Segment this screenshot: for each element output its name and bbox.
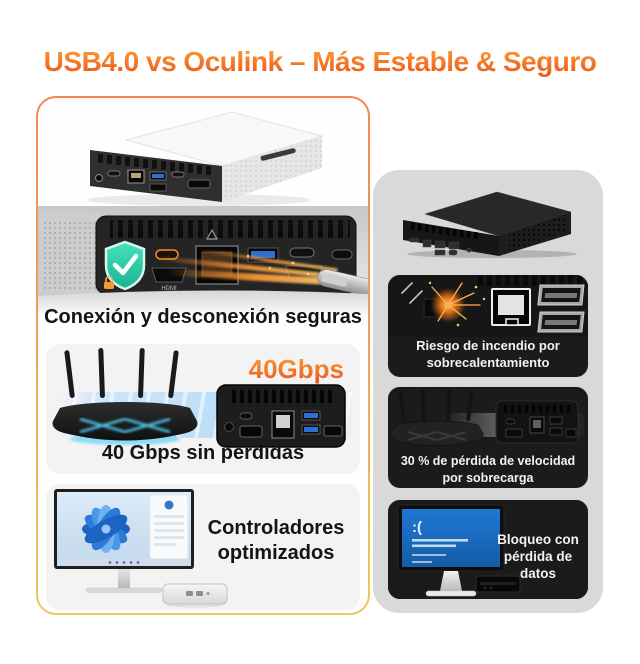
- chassis-vent-dots: [42, 220, 104, 292]
- risk-card-crash: :( Bloqueo con: [388, 500, 588, 599]
- hdmi-port: [239, 425, 263, 438]
- left-panel-content: HDMI: [38, 98, 368, 613]
- hdmi-port-label: HDMI: [161, 286, 177, 292]
- monitor-windows-photo: [54, 489, 194, 593]
- black-mini-pc-photo: [403, 191, 577, 258]
- mini-pc-rear-photo: [216, 384, 346, 448]
- monitor: :(: [397, 504, 505, 597]
- spark-dots: [428, 281, 486, 327]
- antennas: [64, 348, 179, 399]
- windows-bloom-wallpaper: [82, 505, 130, 553]
- side-vent-dots: [222, 136, 322, 202]
- caption-speed-loss: 30 % de pérdida de velocidad por sobreca…: [388, 453, 588, 486]
- warning-triangle-icon: [205, 228, 219, 240]
- speed-badge: 40Gbps: [248, 354, 344, 384]
- caption-crash-line1: Bloqueo con: [497, 532, 579, 547]
- dc-jack: [224, 422, 234, 432]
- side-honeycomb-vents: [509, 215, 565, 252]
- caption-fire-risk: Riesgo de incendio por sobrecalentamient…: [388, 337, 588, 371]
- ethernet-pins: [131, 173, 141, 178]
- usb-a-tongue: [152, 174, 164, 178]
- mini-pc-small-photo: [162, 583, 228, 608]
- bsod-sad-face: :(: [412, 519, 422, 536]
- motion-lines: [401, 282, 423, 304]
- page-title: USB4.0 vs Oculink – Más Estable & Seguro: [0, 46, 640, 78]
- front-port-1: [186, 591, 193, 596]
- caption-secure-connection: Conexión y desconexión seguras: [44, 306, 362, 328]
- caption-loss-line2: por sobrecarga: [442, 470, 534, 485]
- mini-pc-rear: [495, 400, 579, 444]
- blue-screen: [402, 509, 500, 567]
- caption-no-loss: 40 Gbps sin pérdidas: [101, 442, 305, 464]
- router: [390, 389, 484, 446]
- router-photo: [52, 348, 198, 445]
- caption-drivers-line2: optimizados: [217, 542, 335, 564]
- shadow: [87, 194, 311, 206]
- silver-mini-pc-photo: [87, 111, 324, 206]
- monitor-base: [85, 587, 163, 593]
- rear-vent-slots: [110, 220, 350, 238]
- caption-drivers-line1: Controladores: [207, 517, 345, 539]
- vent-slots: [230, 390, 332, 403]
- front-port-2: [196, 591, 203, 596]
- rear-ports: [408, 237, 472, 256]
- padlock-icon: [104, 275, 114, 289]
- left-comparison-panel: HDMI: [36, 96, 370, 615]
- usb-a-tongue-1: [304, 413, 318, 418]
- usb-c-port-2: [289, 247, 315, 258]
- front-button: [206, 592, 210, 595]
- caption-fire-line2: sobrecalentamiento: [426, 355, 550, 370]
- drivers-section: Controladores optimizados: [46, 484, 360, 610]
- usb-a-tongue-2: [304, 427, 318, 432]
- orange-light-streaks: [153, 248, 342, 286]
- hdmi-port: [187, 179, 211, 189]
- caption-crash: Bloqueo con pérdida de datos: [490, 531, 586, 582]
- usb-a-tongue: [251, 251, 275, 258]
- usb-c-cable: [317, 269, 368, 309]
- burning-port-photo: [388, 275, 588, 337]
- router-body: [52, 402, 198, 441]
- power-button: [95, 174, 103, 182]
- risk-card-fire: Riesgo de incendio por sobrecalentamient…: [388, 275, 588, 377]
- caption-crash-line2: pérdida de datos: [503, 549, 573, 581]
- shield-check-icon: [104, 240, 146, 291]
- ethernet-inner: [276, 415, 290, 428]
- cyan-x-glow: [79, 417, 171, 434]
- usb-c-port: [107, 170, 121, 177]
- monitor-stand: [440, 571, 462, 591]
- spark-dots: [246, 254, 310, 276]
- monitor-stand: [118, 569, 130, 589]
- hdmi-port-2: [323, 425, 343, 437]
- chassis-base: [38, 290, 368, 314]
- rear-ports-closeup-photo: HDMI: [38, 206, 368, 314]
- usb-a-ports: [537, 284, 585, 333]
- bsod-monitor-photo: :(: [388, 500, 588, 599]
- vent-slots: [411, 223, 478, 239]
- caption-drivers: Controladores optimizados: [198, 516, 354, 566]
- speed-section: 40Gbps: [46, 344, 360, 474]
- right-comparison-panel: Riesgo de incendio por sobrecalentamient…: [373, 170, 603, 613]
- monitor-base: [425, 590, 477, 597]
- side-slot: [260, 148, 296, 161]
- vent-slots: [98, 154, 211, 175]
- usb-c-port-2: [171, 171, 185, 178]
- caption-loss-line1: 30 % de pérdida de velocidad: [400, 454, 576, 468]
- bsod-text-lines: [412, 539, 468, 563]
- usb-a-port-2: [149, 183, 167, 192]
- caption-fire-line1: Riesgo de incendio por: [416, 338, 560, 353]
- dark-router-photo: [388, 387, 588, 447]
- taskbar-icons: [108, 561, 140, 564]
- mini-pc-device: [475, 575, 521, 593]
- usb-c-port-3: [331, 249, 353, 260]
- ethernet-port: [491, 288, 531, 326]
- fire-sparks: [431, 282, 481, 322]
- settings-panel: [149, 494, 189, 560]
- risk-card-speed-loss: 30 % de pérdida de velocidad por sobreca…: [388, 387, 588, 488]
- usb-c-port: [239, 412, 253, 420]
- vent-slots: [474, 275, 588, 286]
